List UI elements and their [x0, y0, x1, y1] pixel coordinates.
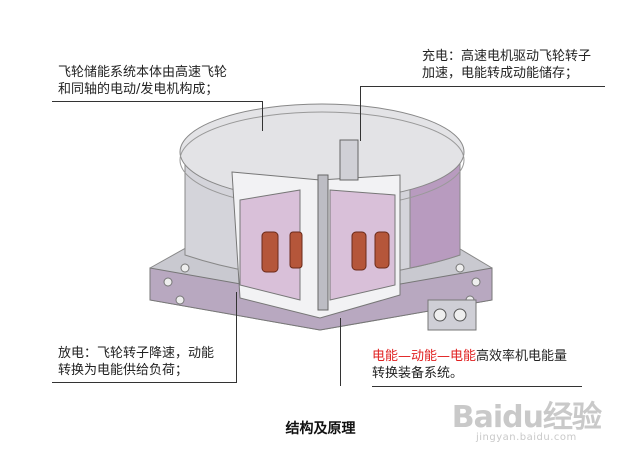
watermark-logo: Baidu经验	[451, 400, 602, 435]
copper-windings	[261, 231, 390, 273]
figure-caption: 结构及原理	[285, 421, 356, 437]
energy-conversion-highlight: 电能—动能—电能	[372, 349, 477, 364]
annotation-bottom-left: 放电：飞轮转子降速，动能 转换为电能供给负荷；	[58, 345, 214, 379]
watermark-url: jingyan.baidu.com	[475, 432, 577, 443]
leader-top-right-d	[360, 86, 361, 141]
annotation-bottom-right-rest: 高效率机电能量	[476, 349, 568, 364]
annotation-top-left-line2: 和同轴的电动/发电机构成；	[58, 82, 219, 97]
annotation-bottom-right-line2: 转换装备系统。	[372, 366, 464, 381]
annotation-bottom-left-line1: 放电：飞轮转子降速，动能	[58, 346, 215, 361]
watermark: Baidu经验 jingyan.baidu.com	[451, 392, 602, 443]
annotation-top-left: 飞轮储能系统本体由高速飞轮 和同轴的电动/发电机构成；	[58, 64, 227, 98]
annotation-top-right-line1: 充电：高速电机驱动飞轮转子	[422, 49, 592, 64]
leader-bottom-left-d	[236, 292, 237, 382]
annotation-top-right: 充电：高速电机驱动飞轮转子 加速，电能转成动能储存；	[422, 48, 591, 82]
annotation-bottom-right-line1: 电能—动能—电能高效率机电能量	[372, 348, 567, 365]
annotation-top-right-line2: 加速，电能转成动能储存；	[422, 66, 579, 81]
annotation-top-left-line1: 飞轮储能系统本体由高速飞轮	[58, 65, 228, 80]
shaft	[317, 174, 329, 311]
connector-box	[427, 299, 477, 331]
leader-bottom-right-h	[372, 386, 582, 387]
annotation-bottom-left-line2: 转换为电能供给负荷；	[58, 363, 189, 378]
leader-top-left-d	[262, 101, 263, 131]
leader-top-left-h	[52, 101, 262, 102]
leader-bottom-right-d	[340, 318, 341, 386]
annotation-bottom-right: 电能—动能—电能高效率机电能量 转换装备系统。	[372, 348, 567, 382]
leader-top-right-h	[360, 86, 605, 87]
leader-bottom-left-h	[52, 382, 237, 383]
